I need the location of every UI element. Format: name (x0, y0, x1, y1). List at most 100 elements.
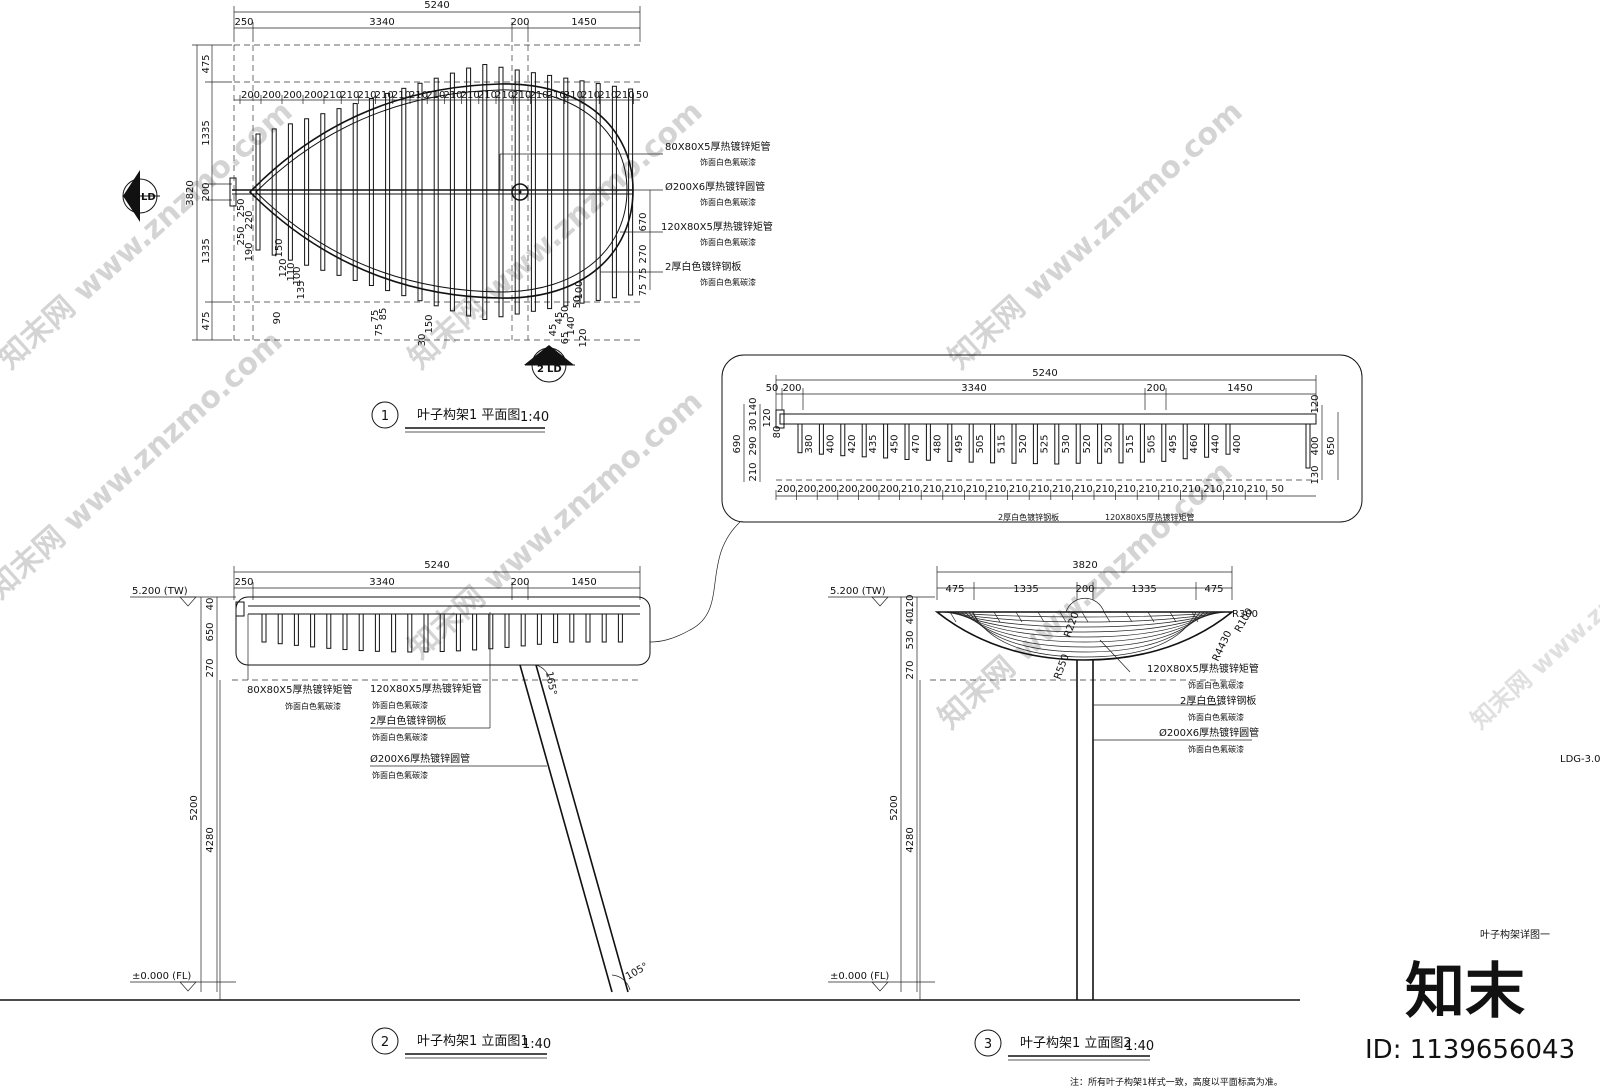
elev1-label-finish: 饰面白色氟碳漆 (372, 770, 428, 780)
plan-spacing-label: 210 (461, 90, 480, 101)
watermark-text: 知末网 www.znzmo.com (402, 384, 709, 666)
plan-right-dim: 75 (638, 268, 649, 281)
detail-spacing-label: 200 (859, 484, 878, 495)
elev2-label-finish: 饰面白色氟碳漆 (1188, 744, 1244, 754)
section-marker-3: 3 LD (122, 170, 160, 222)
plan-label-finish: 饰面白色氟碳漆 (700, 197, 756, 207)
detail-slat (1054, 423, 1060, 465)
plan-slat (385, 92, 391, 292)
elev1-dim: 250 (234, 577, 253, 588)
plan-spacing-label: 210 (478, 90, 497, 101)
detail-dim: 50 (766, 383, 779, 394)
elev2-leaf-section (934, 611, 1235, 661)
elev1-slat (601, 613, 607, 643)
detail-slat-length: 515 (1125, 434, 1136, 453)
detail-slat (1305, 423, 1311, 469)
plan-title-scale: 1:40 (520, 410, 549, 425)
detail-spacing-label: 210 (1138, 484, 1157, 495)
detail-slat (968, 423, 974, 463)
elev1-label-finish: 饰面白色氟碳漆 (285, 701, 341, 711)
detail-left-dim: 690 (732, 434, 743, 453)
plan-right-dim: 100 (574, 280, 585, 299)
detail-spacing-label: 210 (966, 484, 985, 495)
elev2-curve (972, 611, 1197, 658)
elev2-curve (956, 611, 1213, 638)
plan-bottom-small-label: 50 (560, 306, 571, 319)
elev2-dim: 200 (1075, 584, 1094, 595)
plan-slat (433, 77, 439, 307)
elev2-arc (1065, 597, 1105, 613)
plan-left-small-label: 250 (236, 226, 247, 245)
elev1-title-num: 2 (381, 1035, 389, 1050)
elev2-curve (960, 611, 1209, 643)
elev2-curve (948, 611, 1221, 628)
detail-spacing-label: 210 (1030, 484, 1049, 495)
plan-left-small-label: 110 (286, 262, 297, 281)
plan-left-small-label: 100 (292, 266, 303, 285)
elev1-slat (277, 613, 283, 645)
plan-spacing-label: 50 (636, 90, 649, 101)
plan-left-small-label: 220 (244, 210, 255, 229)
elev1-slat (536, 613, 542, 645)
plan-right-dim: 670 (638, 212, 649, 231)
plan-label-spec: 80X80X5厚热镀锌矩管 (665, 140, 771, 153)
watermark-text: 知末网 www.znzmo.com (942, 94, 1249, 376)
plan-dim: 475 (201, 54, 212, 73)
leaf-outline (248, 83, 634, 299)
plan-slat (449, 72, 455, 312)
plan-title: 1 叶子构架1 平面图 1:40 (371, 401, 549, 433)
elev1-angle: 105° (624, 961, 650, 983)
elev2-left-dim: 4280 (905, 827, 916, 852)
elev2-level-top: 5.200 (TW) (830, 586, 886, 597)
plan-spacing-label: 210 (615, 90, 634, 101)
elev1-slat (553, 613, 559, 644)
detail-slat (797, 423, 803, 454)
detail-slat-length: 505 (975, 434, 986, 453)
detail-left-dim: 210 (748, 462, 759, 481)
elev1-slat (472, 613, 478, 651)
elev1-dim: 3340 (369, 577, 394, 588)
detail-spacing-label: 210 (1182, 484, 1201, 495)
elev1-slat (488, 613, 494, 650)
elev1-slat (569, 613, 575, 643)
plan-dim: 1335 (201, 238, 212, 263)
detail-slat-length: 400 (825, 434, 836, 453)
plan-left-small-label: 150 (274, 238, 285, 257)
elev1-slat (520, 613, 526, 647)
elev1-slat (342, 613, 348, 651)
plan-spacing-label: 210 (323, 90, 342, 101)
sheet-note: 注：所有叶子构架1样式一致，高度以平面标高为准。 (1070, 1076, 1283, 1088)
elev1-label-spec: 80X80X5厚热镀锌矩管 (247, 683, 353, 696)
elev1-frame (235, 596, 651, 666)
plan-spacing-label: 210 (375, 90, 394, 101)
detail-slat-length: 530 (1061, 434, 1072, 453)
watermark-text: 知末网 www.znzmo.com (1465, 509, 1600, 734)
detail-slat (904, 423, 910, 460)
plan-slat (271, 128, 277, 256)
plan-spacing-label: 210 (392, 90, 411, 101)
plan-spacing-label: 210 (598, 90, 617, 101)
plan-spacing-label: 210 (357, 90, 376, 101)
elev1-slat (423, 613, 429, 653)
plan-spacing-label: 200 (304, 90, 323, 101)
detail-spacing-label: 210 (1117, 484, 1136, 495)
leaf-outline-inner (255, 89, 628, 293)
detail-spacing-label: 50 (1271, 484, 1284, 495)
detail-slat-length: 440 (1211, 434, 1222, 453)
plan-slat (352, 103, 358, 281)
plan-dim-total: 5240 (424, 0, 449, 11)
plan-dim: 250 (234, 17, 253, 28)
plan-slat (579, 80, 585, 304)
sheet-code: LDG-3.01 (1560, 754, 1600, 765)
detail-dim: 1450 (1227, 383, 1252, 394)
elev2-label-spec: 120X80X5厚热镀锌矩管 (1147, 662, 1259, 675)
plan-spacing-label: 210 (409, 90, 428, 101)
detail-spacing-label: 200 (880, 484, 899, 495)
detail-box (721, 354, 1363, 523)
plan-dim-total: 3820 (185, 180, 196, 205)
plan-label-spec: 120X80X5厚热镀锌矩管 (661, 220, 773, 233)
plan-spacing-label: 210 (340, 90, 359, 101)
detail-spacing-label: 210 (1009, 484, 1028, 495)
